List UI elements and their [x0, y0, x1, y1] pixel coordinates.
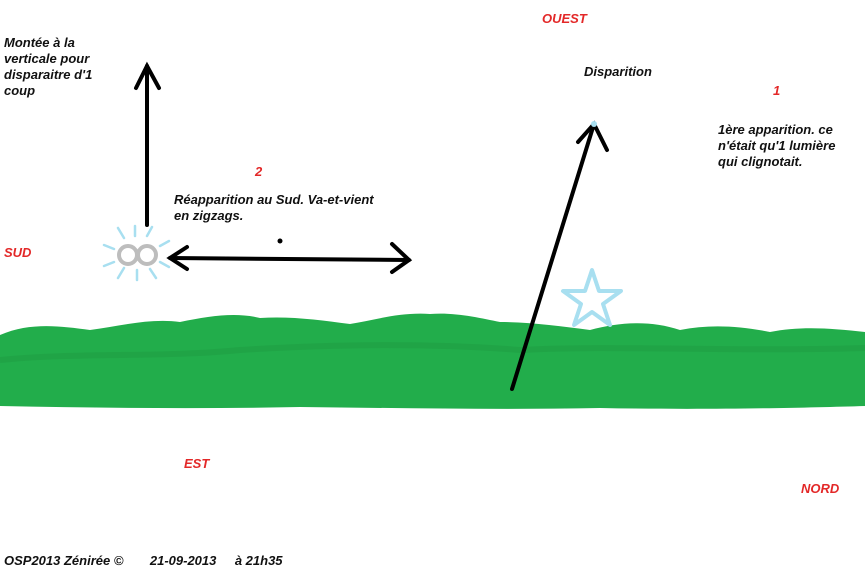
- step1-line: n'était qu'1 lumière: [718, 138, 836, 153]
- zigzag-double-arrow: [166, 242, 413, 274]
- compass-label-est: EST: [184, 456, 210, 471]
- vertical-line: disparaitre d'1: [4, 67, 93, 82]
- small-dot: [277, 238, 283, 244]
- compass-label-sud: SUD: [4, 245, 32, 260]
- disappearance-point: [591, 121, 597, 127]
- footer-signature: OSP2013 Zénirée © 21-09-2013 à 21h35: [4, 552, 283, 570]
- compass-label-nord: NORD: [801, 481, 840, 496]
- compass-label-ouest: OUEST: [542, 11, 587, 26]
- step2-line: Réapparition au Sud. Va-et-vient: [174, 192, 374, 207]
- star-light-icon: [561, 268, 623, 327]
- footer-author: OSP2013 Zénirée ©: [4, 553, 124, 568]
- footer-time: à 21h35: [234, 553, 283, 568]
- double-light-icon: [102, 224, 171, 282]
- step-number-1: 1: [773, 83, 781, 98]
- vegetation-texture: [0, 342, 865, 363]
- vertical-line: verticale pour: [4, 51, 90, 66]
- vertical-line: Montée à la: [4, 35, 75, 50]
- step2-description: Réapparition au Sud. Va-et-vient en zigz…: [174, 192, 374, 224]
- footer-date: 21-09-2013: [149, 553, 217, 568]
- step1-line: qui clignotait.: [718, 154, 803, 169]
- step-number-2: 2: [255, 164, 263, 179]
- step2-line: en zigzags.: [174, 208, 244, 223]
- step1-description: 1ère apparition. ce n'était qu'1 lumière…: [718, 122, 835, 170]
- vertical-line: coup: [4, 83, 36, 98]
- vertical-ascent-arrow: [134, 61, 161, 227]
- step1-line: 1ère apparition. ce: [718, 122, 833, 137]
- disappearance-label: Disparition: [584, 64, 652, 79]
- vertical-ascent-description: Montée à la verticale pour disparaitre d…: [4, 35, 92, 99]
- vegetation-horizon: [0, 313, 865, 409]
